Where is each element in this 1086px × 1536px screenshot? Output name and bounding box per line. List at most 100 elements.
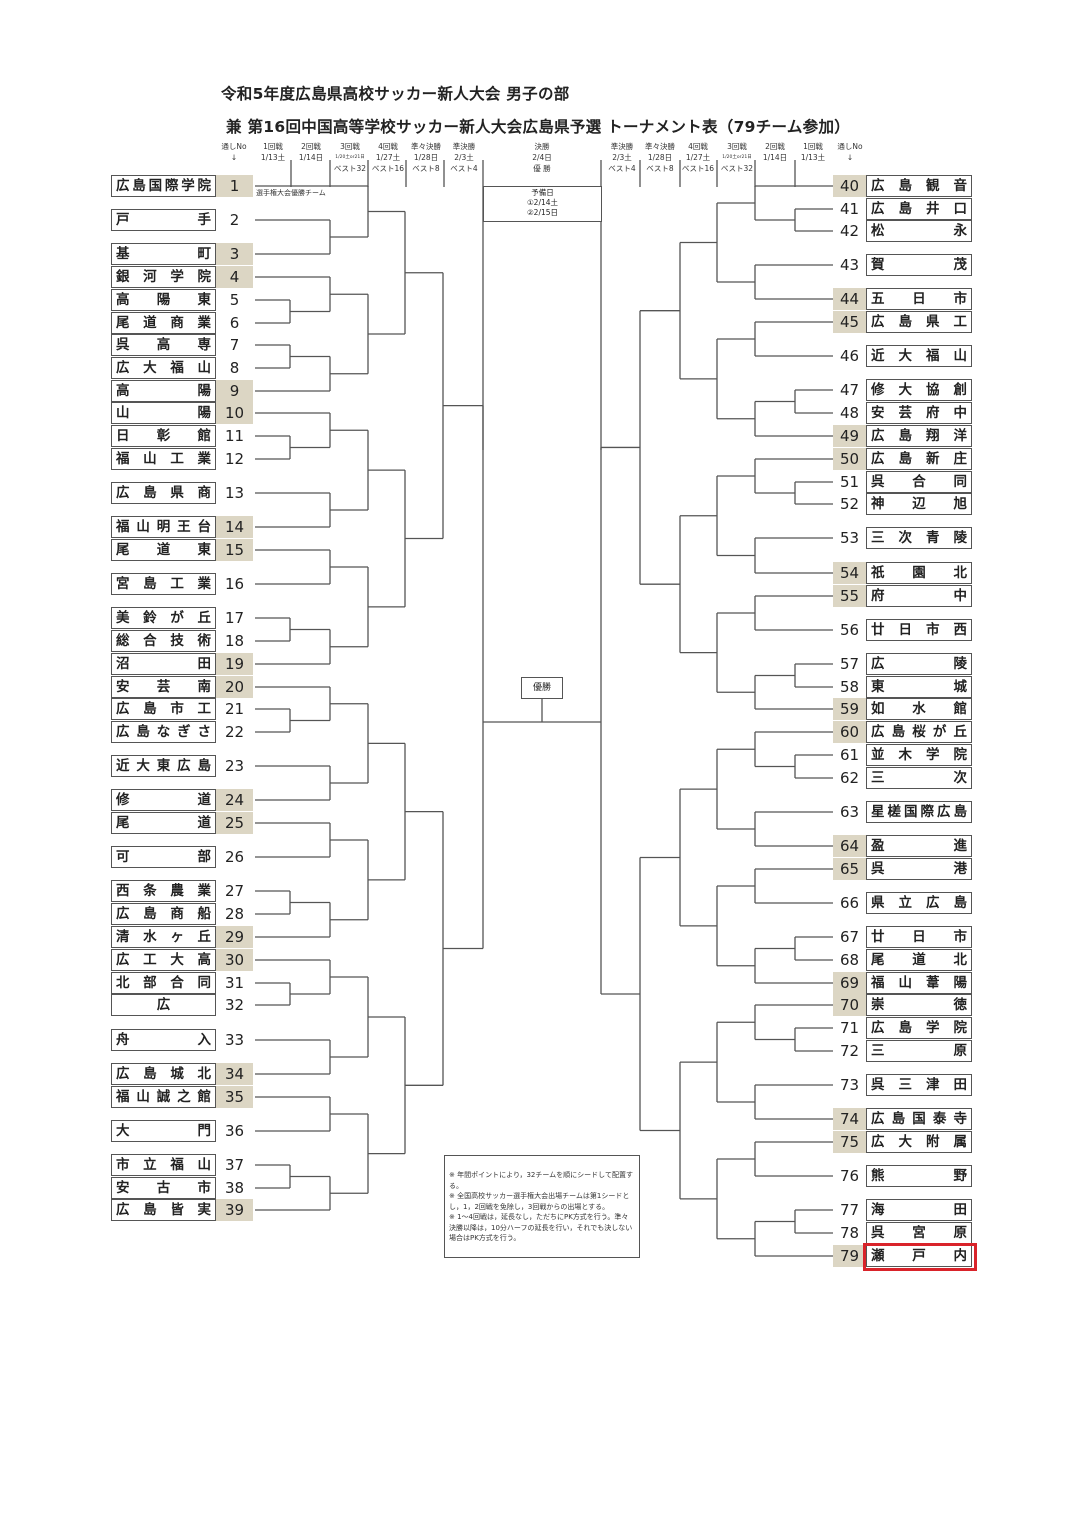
team-name: 広島国際学院 <box>111 175 216 197</box>
team-name: 広島桜が丘 <box>866 721 972 743</box>
team-number: 37 <box>224 1156 245 1174</box>
round-header-date: 1/14日 <box>762 153 788 162</box>
team-name: 熊野 <box>866 1165 972 1187</box>
team-name: 広島国泰寺 <box>866 1108 972 1130</box>
team-name: 廿日市 <box>866 926 972 948</box>
right-round-header: 通しNo↓ <box>828 141 872 163</box>
team-number: 34 <box>216 1063 253 1085</box>
round-header-label: 通しNo <box>837 142 863 151</box>
team-number: 17 <box>224 609 245 627</box>
team-number: 4 <box>216 266 253 288</box>
round-header-label: 4回戦 <box>378 142 398 151</box>
round-header-best: ベスト16 <box>371 164 405 173</box>
reserve-day-1: ①2/14土 <box>526 198 559 207</box>
team-number: 68 <box>839 951 860 969</box>
team-name: 総合技術 <box>111 630 216 652</box>
team-number: 62 <box>839 769 860 787</box>
team-number: 26 <box>224 848 245 866</box>
team-name: 広島学院 <box>866 1017 972 1039</box>
team-name: 可部 <box>111 846 216 868</box>
team-name: 広工大高 <box>111 949 216 971</box>
round-header-best: ベスト16 <box>681 164 715 173</box>
round-header-date: 1/14日 <box>298 153 324 162</box>
title-line-1: 令和5年度広島県高校サッカー新人大会 男子の部 <box>221 85 570 103</box>
team-number: 70 <box>833 994 866 1016</box>
team-name: 尾道 <box>111 812 216 834</box>
champion-box: 優勝 <box>521 677 563 699</box>
round-header-label: 3回戦 <box>340 142 360 151</box>
team-number: 36 <box>224 1122 245 1140</box>
team-name: 広島翔洋 <box>866 425 972 447</box>
round-header-best: ベスト8 <box>412 164 440 173</box>
team-name: 三次 <box>866 767 972 789</box>
team-name: 盈進 <box>866 835 972 857</box>
note-2: ※ 全国高校サッカー選手権大会出場チームは第1シードとし，1，2回戦を免除し，3… <box>449 1192 630 1211</box>
team-name: 広島新庄 <box>866 448 972 470</box>
team-name: 呉港 <box>866 858 972 880</box>
team-number: 22 <box>224 723 245 741</box>
team-number: 77 <box>839 1201 860 1219</box>
final-label: 決勝 <box>534 142 550 151</box>
team-name: 如水館 <box>866 698 972 720</box>
team-name: 崇徳 <box>866 994 972 1016</box>
team-name: 安芸南 <box>111 676 216 698</box>
team-number: 30 <box>216 949 253 971</box>
team-number: 8 <box>229 359 240 377</box>
team-name: 福山葦陽 <box>866 972 972 994</box>
team-name: 広島県工 <box>866 311 972 333</box>
team-name: 星槎国際広島 <box>866 801 972 823</box>
team-name: 宮島工業 <box>111 573 216 595</box>
team-name: 賀茂 <box>866 254 972 276</box>
team-name: 山陽 <box>111 402 216 424</box>
team-name: 三次青陵 <box>866 527 972 549</box>
team-number: 1 <box>216 175 253 197</box>
team-name: 大門 <box>111 1120 216 1142</box>
team-number: 3 <box>216 243 253 265</box>
team-name: 高陽 <box>111 380 216 402</box>
team-number: 73 <box>839 1076 860 1094</box>
round-header-label: 準決勝 <box>452 142 476 151</box>
team-name: 三原 <box>866 1040 972 1062</box>
team-name: 瀬戸内 <box>866 1245 972 1267</box>
team-name: 北部合同 <box>111 972 216 994</box>
team-name: 広島井口 <box>866 198 972 220</box>
team-name: 呉合同 <box>866 471 972 493</box>
left-round-header: 通しNo↓ <box>212 141 256 163</box>
final-header: 決勝 2/4日 優 勝 <box>512 141 572 174</box>
notes-box: ※ 年間ポイントにより，32チームを順にシードして配置する。 ※ 全国高校サッカ… <box>444 1155 640 1258</box>
round-header-label: 通しNo <box>221 142 247 151</box>
round-header-label: 準々決勝 <box>645 142 675 151</box>
round-header-date: 2/3土 <box>454 153 474 162</box>
round-header-best: ベスト4 <box>608 164 636 173</box>
team-number: 59 <box>833 698 866 720</box>
team-name: 尾道東 <box>111 539 216 561</box>
reserve-day-2: ②2/15日 <box>526 208 559 217</box>
team-name: 近大福山 <box>866 345 972 367</box>
seed1-note: 選手権大会優勝チーム <box>256 189 326 197</box>
team-number: 50 <box>833 448 866 470</box>
team-name: 広大福山 <box>111 357 216 379</box>
team-name: 神辺旭 <box>866 493 972 515</box>
team-number: 10 <box>216 402 253 424</box>
team-number: 64 <box>833 835 866 857</box>
team-number: 39 <box>216 1199 253 1221</box>
round-header-date: 1/20土or21日 <box>722 155 752 160</box>
team-number: 31 <box>224 974 245 992</box>
team-number: 7 <box>229 336 240 354</box>
team-number: 54 <box>833 562 866 584</box>
team-number: 47 <box>839 381 860 399</box>
team-name: 府中 <box>866 585 972 607</box>
team-name: 銀河学院 <box>111 266 216 288</box>
team-number: 58 <box>839 678 860 696</box>
team-number: 27 <box>224 882 245 900</box>
team-name: 呉三津田 <box>866 1074 972 1096</box>
team-number: 46 <box>839 347 860 365</box>
team-name: 修大協創 <box>866 379 972 401</box>
team-name: 五日市 <box>866 288 972 310</box>
team-number: 29 <box>216 926 253 948</box>
team-name: 安古市 <box>111 1177 216 1199</box>
team-number: 38 <box>224 1179 245 1197</box>
